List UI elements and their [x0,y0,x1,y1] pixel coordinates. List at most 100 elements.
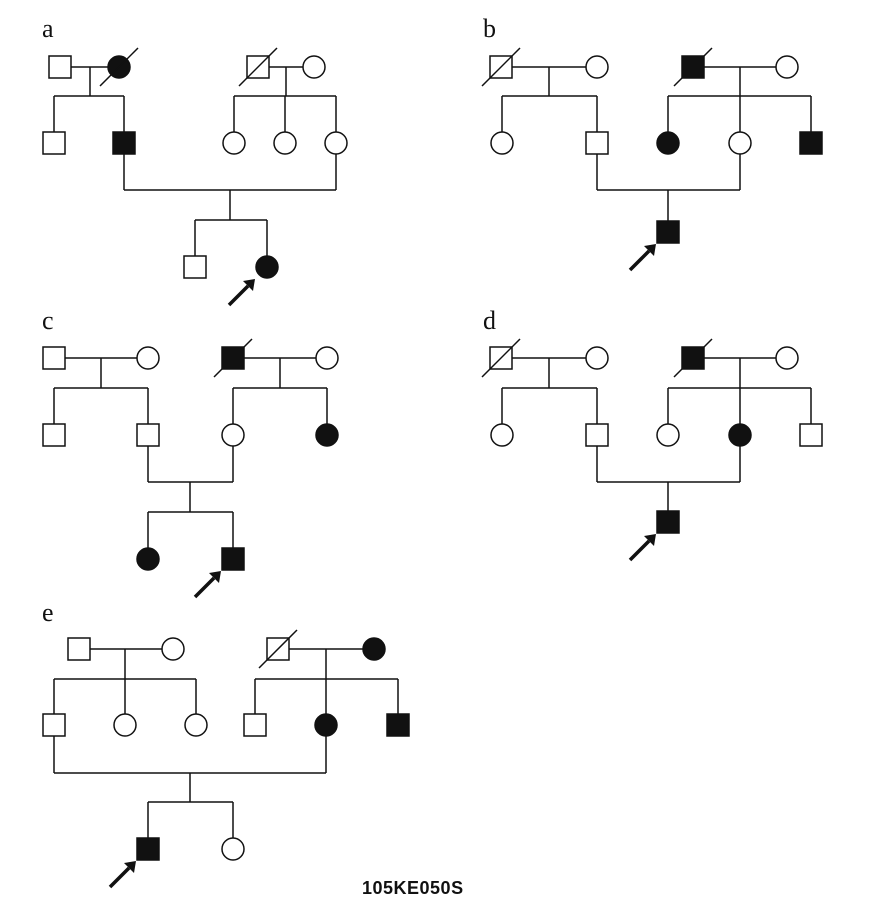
male-symbol [585,423,609,447]
deceased-slash [673,47,713,87]
female-symbol [490,423,514,447]
panel-label-b: b [483,14,496,43]
individual-a-ii1 [42,131,66,155]
individual-d-iii1 [628,510,680,562]
individual-a-i4 [302,55,326,79]
individual-e-ii5 [314,713,338,737]
affected-female-symbol [728,423,752,447]
male-symbol [136,423,160,447]
pedigree-symbols [42,47,823,889]
affected-male-symbol [112,131,136,155]
panel-label-a: a [42,14,54,43]
individual-a-ii5 [324,131,348,155]
deceased-slash [481,338,521,378]
female-symbol [273,131,297,155]
individual-c-ii1 [42,423,66,447]
affected-male-symbol [136,837,160,861]
affected-female-symbol [315,423,339,447]
deceased-slash [258,629,298,669]
individual-d-i2 [585,346,609,370]
individual-c-i4 [315,346,339,370]
individual-d-ii1 [490,423,514,447]
individual-b-ii4 [728,131,752,155]
affected-male-symbol [221,547,245,571]
male-symbol [799,423,823,447]
female-symbol [585,346,609,370]
individual-b-ii3 [656,131,680,155]
female-symbol [222,131,246,155]
male-symbol [67,637,91,661]
proband-arrow-icon [628,244,656,272]
female-symbol [113,713,137,737]
affected-male-symbol [386,713,410,737]
individual-a-ii3 [222,131,246,155]
individual-e-i1 [67,637,91,661]
individual-b-ii5 [799,131,823,155]
individual-d-i1 [481,338,521,378]
individual-a-iii1 [183,255,207,279]
pedigree-labels: a b c d e 105KE050S [42,14,496,898]
affected-female-symbol [656,131,680,155]
individual-a-i1 [48,55,72,79]
figure-code: 105KE050S [362,878,464,898]
female-symbol [136,346,160,370]
female-symbol [656,423,680,447]
individual-e-iii1 [108,837,160,889]
individual-b-ii1 [490,131,514,155]
individual-e-ii6 [386,713,410,737]
affected-female-symbol [362,637,386,661]
female-symbol [490,131,514,155]
male-symbol [243,713,267,737]
panel-label-e: e [42,598,54,627]
individual-b-i1 [481,47,521,87]
individual-a-i3 [238,47,278,87]
individual-b-i4 [775,55,799,79]
male-symbol [48,55,72,79]
deceased-slash [673,338,713,378]
male-symbol [585,131,609,155]
female-symbol [775,346,799,370]
individual-b-iii1 [628,220,680,272]
pedigree-connectors [53,66,812,838]
deceased-slash [238,47,278,87]
female-symbol [585,55,609,79]
female-symbol [775,55,799,79]
affected-female-symbol [255,255,279,279]
female-symbol [221,837,245,861]
female-symbol [728,131,752,155]
individual-e-iii2 [221,837,245,861]
female-symbol [302,55,326,79]
affected-female-symbol [314,713,338,737]
individual-b-i3 [673,47,713,87]
individual-c-iii1 [136,547,160,571]
individual-e-i3 [258,629,298,669]
affected-male-symbol [656,510,680,534]
individual-c-ii3 [221,423,245,447]
female-symbol [184,713,208,737]
male-symbol [42,713,66,737]
male-symbol [42,346,66,370]
individual-c-ii4 [315,423,339,447]
proband-arrow-icon [193,571,221,599]
individual-e-ii1 [42,713,66,737]
individual-a-iii2 [227,255,279,307]
female-symbol [324,131,348,155]
individual-a-i2 [99,47,139,87]
individual-d-i3 [673,338,713,378]
female-symbol [221,423,245,447]
individual-a-ii2 [112,131,136,155]
individual-d-ii3 [656,423,680,447]
male-symbol [42,423,66,447]
individual-b-i2 [585,55,609,79]
female-symbol [161,637,185,661]
affected-male-symbol [656,220,680,244]
individual-e-i2 [161,637,185,661]
deceased-slash [99,47,139,87]
individual-c-ii2 [136,423,160,447]
individual-e-i4 [362,637,386,661]
individual-d-ii5 [799,423,823,447]
individual-c-i1 [42,346,66,370]
individual-a-ii4 [273,131,297,155]
male-symbol [42,131,66,155]
affected-female-symbol [136,547,160,571]
